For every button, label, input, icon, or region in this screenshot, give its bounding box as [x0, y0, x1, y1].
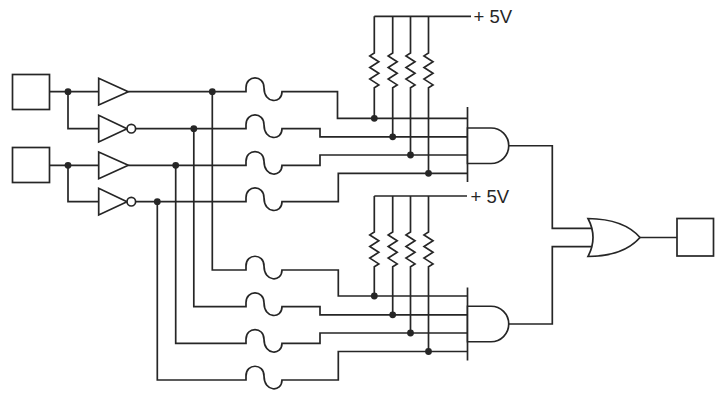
- or-gate-icon: [588, 219, 640, 257]
- junction-dot: [407, 330, 414, 337]
- resistor-icon: [370, 196, 379, 296]
- junction-dot: [209, 88, 216, 95]
- and1-output-wire: [509, 146, 593, 229]
- row1-fuse-wire: [128, 78, 467, 118]
- junction-dot: [65, 162, 72, 169]
- inverter-bubble-icon: [127, 124, 136, 133]
- resistor-icon: [370, 16, 379, 118]
- resistor-icon: [388, 196, 397, 315]
- junction-dot: [154, 198, 161, 205]
- resistor-icon: [424, 16, 433, 173]
- wire-input-b-branch: [68, 165, 99, 201]
- buffer-icon: [99, 152, 129, 179]
- inverter-icon: [99, 115, 127, 142]
- output-box: [677, 219, 714, 257]
- inverter-icon: [99, 188, 127, 215]
- and2-output-wire: [509, 247, 593, 324]
- buffer-icon: [99, 78, 129, 105]
- junction-dot: [371, 293, 378, 300]
- input-box-b: [13, 148, 50, 183]
- row3-fuse-wire: [128, 152, 467, 175]
- inverter-bubble-icon: [127, 197, 136, 206]
- resistor-icon: [406, 196, 415, 333]
- junction-dot: [425, 170, 432, 177]
- and-gate-icon: [468, 306, 509, 342]
- row6-fuse-wire: [194, 129, 468, 316]
- row4-fuse-wire: [136, 173, 468, 210]
- junction-dot: [190, 125, 197, 132]
- input-box-a: [13, 75, 50, 110]
- and-gate-icon: [468, 128, 509, 164]
- junction-dot: [407, 152, 414, 159]
- junction-dot: [65, 88, 72, 95]
- junction-dot: [425, 348, 432, 355]
- junction-dot: [371, 115, 378, 122]
- wire-input-a-branch: [68, 92, 99, 129]
- supply-label-bottom: + 5V: [471, 186, 510, 207]
- supply-label-top: + 5V: [474, 6, 513, 27]
- junction-dot: [389, 133, 396, 140]
- resistor-icon: [424, 196, 433, 352]
- resistor-icon: [406, 16, 415, 155]
- junction-dot: [389, 311, 396, 318]
- junction-dot: [172, 162, 179, 169]
